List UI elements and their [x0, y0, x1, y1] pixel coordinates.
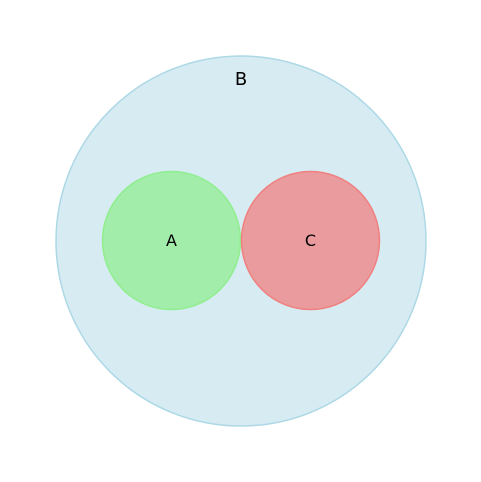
set-c-label: C	[305, 231, 316, 250]
set-a-label: A	[166, 231, 177, 250]
set-c-circle	[240, 170, 381, 311]
set-b-label: B	[235, 69, 247, 90]
set-a-circle	[101, 170, 242, 311]
